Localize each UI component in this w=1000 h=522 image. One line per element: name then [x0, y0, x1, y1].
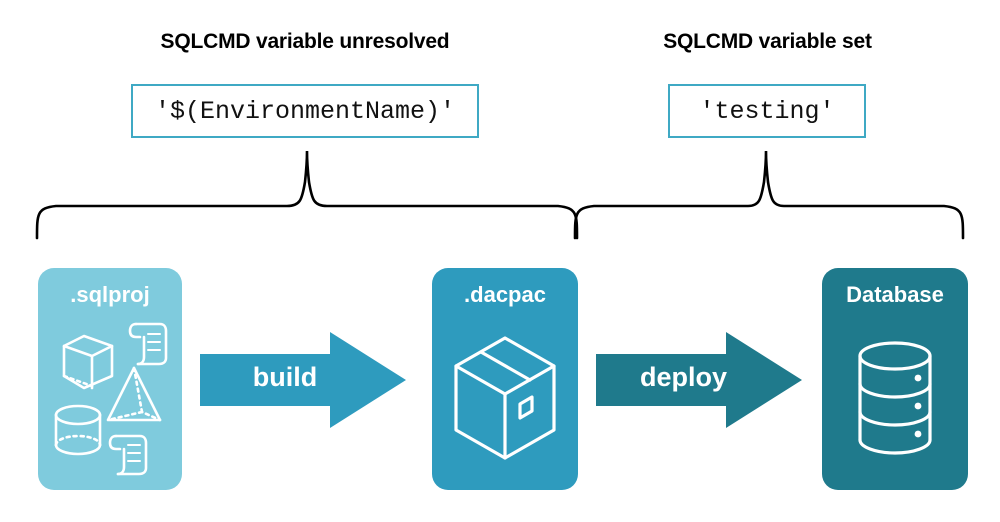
node-database-artwork [858, 341, 932, 455]
node-database: Database [822, 268, 968, 490]
node-database-label: Database [846, 282, 944, 307]
arrow-build [200, 332, 406, 428]
node-sqlproj-artwork [54, 322, 168, 476]
script-scroll-icon [108, 434, 148, 476]
database-cylinder-icon [858, 341, 932, 455]
cube-wireframe-icon [62, 334, 114, 390]
node-sqlproj: .sqlproj [38, 268, 182, 490]
curly-brace-right [573, 150, 965, 240]
arrow-build-label: build [252, 362, 318, 392]
node-sqlproj-label: .sqlproj [70, 282, 150, 307]
script-scroll-icon [128, 322, 168, 366]
heading-sqlcmd-variable-unresolved: SQLCMD variable unresolved [160, 30, 450, 53]
value-box-environment-name: '$(EnvironmentName)' [131, 84, 479, 138]
arrow-deploy [596, 332, 802, 428]
node-dacpac-label: .dacpac [464, 282, 546, 307]
arrow-deploy-label: deploy [639, 362, 727, 392]
pyramid-wireframe-icon [106, 366, 162, 422]
cylinder-wireframe-icon [54, 404, 102, 456]
node-dacpac: .dacpac [432, 268, 578, 490]
package-box-icon [454, 336, 556, 460]
node-dacpac-artwork [454, 336, 556, 460]
value-box-testing: 'testing' [668, 84, 866, 138]
heading-sqlcmd-variable-set: SQLCMD variable set [663, 30, 872, 53]
curly-brace-left [35, 150, 579, 240]
